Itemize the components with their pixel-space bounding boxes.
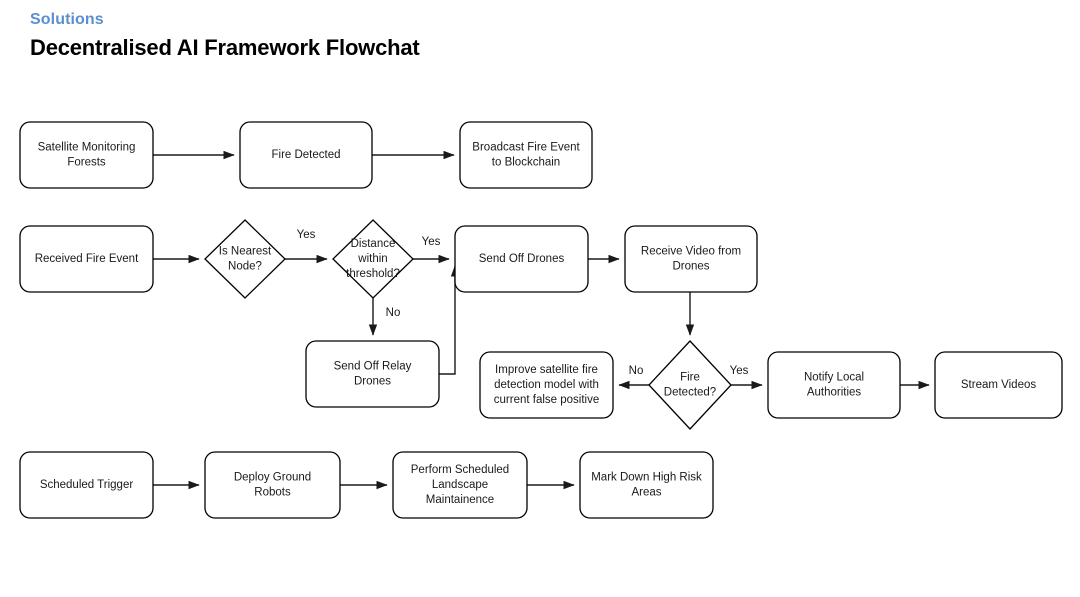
edge-label-is-nearest-node-yes-to-distance: Yes [297,229,316,241]
node-label: Deploy Ground [234,472,311,484]
process-shape [19,451,154,519]
node-label: to Blockchain [492,157,560,169]
node-label: Robots [254,487,291,499]
process-shape [392,451,528,519]
node-label: within [357,253,387,265]
edge-label-fire-detected-yes-to-notify: Yes [730,365,749,377]
process-shape [454,225,589,293]
edge-label-fire-detected-no-to-improve-model: No [629,365,644,377]
process-shape [305,340,440,408]
node-label: Node? [228,261,262,273]
node-label: Stream Videos [961,379,1036,391]
node-broadcast-fire-event-to-blockchain[interactable]: Broadcast Fire Event to Blockchain [459,121,593,189]
node-label: Perform Scheduled [411,464,509,476]
node-label: Authorities [807,387,862,399]
node-label: Received Fire Event [35,253,139,265]
node-label: Is Nearest [219,246,272,258]
node-label: current false positive [494,394,599,406]
edge-distance-yes-to-send-off-drones: Yes [413,236,450,264]
node-improve-satellite-fire-detection-model[interactable]: Improve satellite fire detection model wi… [479,351,614,419]
decision-shape [332,219,414,299]
edge-send-off-relay-drones-to-send-off-drones [439,265,460,375]
edge-distance-no-to-send-off-relay-drones: No [368,298,401,336]
edge-line [439,265,460,375]
page-header: Solutions Decentralised AI Framework Flo… [30,10,420,62]
process-shape [767,351,901,419]
node-label: detection model with [494,379,599,391]
node-label: Receive Video from [641,246,741,258]
node-label: Fire [680,372,700,384]
node-label: Areas [631,487,661,499]
edge-is-nearest-node-yes-to-distance: Yes [285,229,328,264]
node-label: Fire Detected [271,149,340,161]
page-title: Decentralised AI Framework Flowchat [30,35,420,60]
node-label: Send Off Drones [479,253,565,265]
node-distance-within-threshold[interactable]: Distance within threshold? [332,219,414,299]
process-shape [19,225,154,293]
edge-label-distance-yes-to-send-off-drones: Yes [422,236,441,248]
node-label: Broadcast Fire Event [472,142,580,154]
node-label: Landscape [432,479,488,491]
node-fire-detected[interactable]: Fire Detected [239,121,373,189]
node-label: Improve satellite fire [495,364,598,376]
node-label: Maintainence [426,494,494,506]
decision-shape [648,340,732,430]
node-received-fire-event[interactable]: Received Fire Event [19,225,154,293]
eyebrow-label: Solutions [30,11,104,28]
node-label: Mark Down High Risk [591,472,702,484]
edge-label-distance-no-to-send-off-relay-drones: No [386,307,401,319]
node-label: Distance [351,238,396,250]
node-label: Drones [354,376,391,388]
node-label: Notify Local [804,372,864,384]
process-shape [934,351,1063,419]
node-label: Satellite Monitoring [38,142,136,154]
process-shape [239,121,373,189]
node-label: Drones [672,261,709,273]
process-shape [624,225,758,293]
edge-fire-detected-yes-to-notify: Yes [730,365,763,390]
process-shape [479,351,614,419]
node-label: Forests [67,157,106,169]
node-label: threshold? [346,268,400,280]
node-stream-videos[interactable]: Stream Videos [934,351,1063,419]
node-label: Scheduled Trigger [40,479,134,491]
process-shape [579,451,714,519]
process-shape [459,121,593,189]
process-shape [19,121,154,189]
node-label: Send Off Relay [334,361,412,373]
node-send-off-drones[interactable]: Send Off Drones [454,225,589,293]
edge-fire-detected-no-to-improve-model: No [618,365,649,390]
node-scheduled-trigger[interactable]: Scheduled Trigger [19,451,154,519]
decision-shape [204,219,286,299]
node-label: Detected? [664,387,716,399]
process-shape [204,451,341,519]
